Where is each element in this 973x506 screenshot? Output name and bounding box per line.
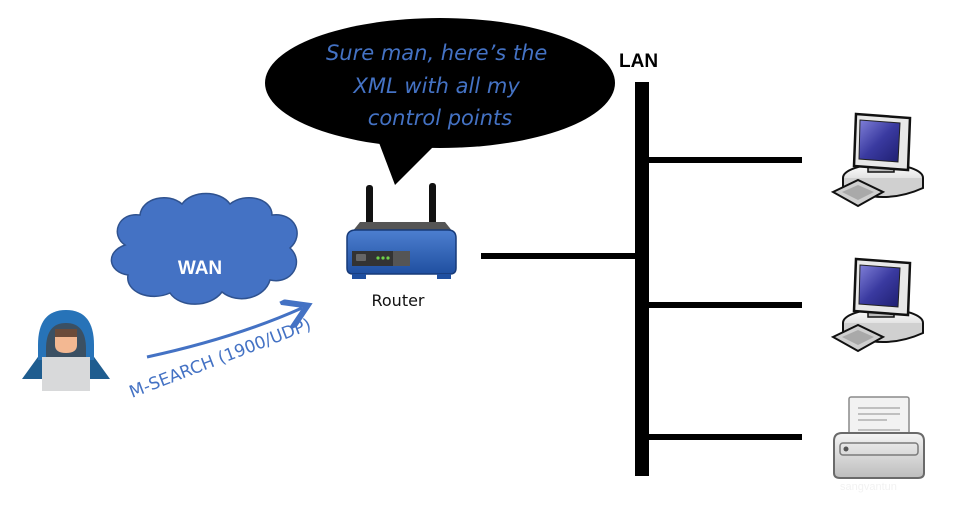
- router-icon: [346, 183, 457, 279]
- desktop-computer-icon: [830, 257, 924, 353]
- lan-branch-2: [649, 302, 802, 308]
- router-label: Router: [371, 291, 424, 310]
- lan-device-computer-1: [830, 112, 924, 208]
- lan-branch-1: [649, 157, 802, 163]
- m-search-request: M-SEARCH (1900/UDP): [127, 308, 314, 403]
- speech-bubble-line-2: XML with all my: [353, 74, 521, 98]
- speech-bubble-body: [265, 18, 615, 148]
- desktop-computer-icon: [830, 112, 924, 208]
- watermark: sangvantun: [840, 481, 897, 493]
- hooded-hacker-icon: [22, 310, 110, 391]
- speech-bubble: Sure man, here’s the XML with all my con…: [265, 18, 615, 185]
- lan-bus: LAN: [619, 51, 802, 476]
- lan-device-printer: [833, 396, 925, 479]
- lan-backbone: [635, 82, 649, 476]
- printer-icon: [833, 396, 925, 479]
- cloud-icon: [110, 192, 298, 305]
- m-search-label: M-SEARCH (1900/UDP): [127, 315, 314, 403]
- router: Router: [346, 183, 457, 310]
- attacker: [22, 310, 110, 391]
- svg-text:Sure man, here’s the XML: Sure man, here’s the XML with all my con…: [326, 41, 554, 130]
- router-lan-link: [481, 253, 638, 259]
- speech-bubble-line-3: control points: [368, 106, 512, 130]
- m-search-arrow: [146, 308, 302, 359]
- wan-label: WAN: [178, 258, 222, 279]
- lan-label: LAN: [619, 51, 658, 72]
- wan-cloud: WAN: [110, 192, 298, 305]
- speech-bubble-tail: [378, 140, 440, 185]
- speech-bubble-line-1: Sure man, here’s the: [326, 41, 547, 65]
- lan-device-computer-2: [830, 257, 924, 353]
- lan-branch-3: [649, 434, 802, 440]
